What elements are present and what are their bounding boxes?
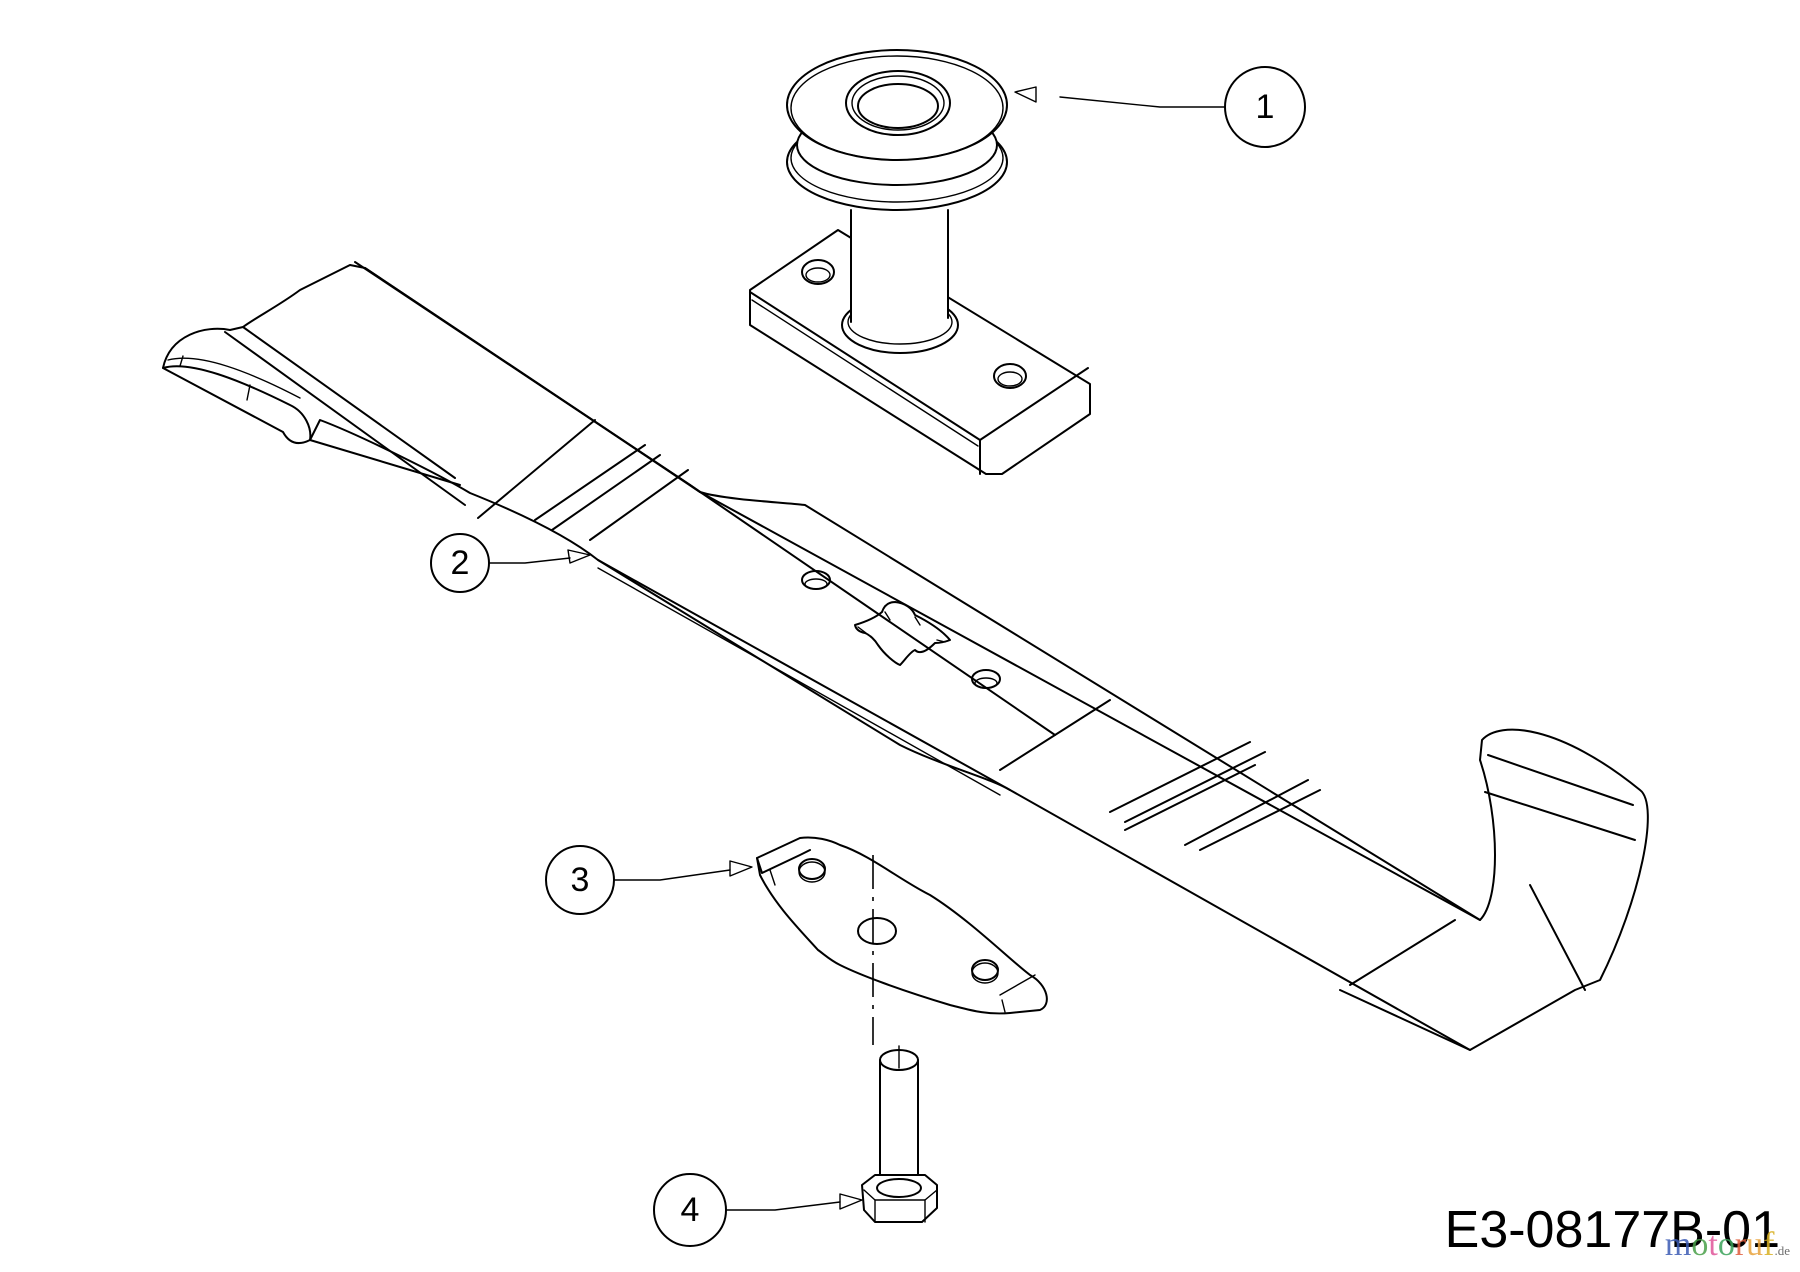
callout-3: 3	[545, 845, 753, 915]
drawing-number: E3-08177B-01	[1444, 1201, 1780, 1259]
watermark-letter: o	[1717, 1226, 1735, 1263]
callout-1: 1	[1014, 66, 1306, 148]
watermark-letter: r	[1734, 1226, 1747, 1263]
callout-2-label: 2	[451, 544, 470, 582]
watermark-logo: motoruf.de	[1665, 1228, 1790, 1262]
mower-blade	[162, 261, 1649, 1051]
callout-3-label: 3	[571, 861, 590, 899]
blade-adapter	[756, 836, 1048, 1015]
watermark-letter: t	[1708, 1226, 1718, 1263]
watermark-letter: f	[1763, 1226, 1775, 1263]
watermark-letter: o	[1691, 1226, 1709, 1263]
spindle-pulley-assembly	[749, 49, 1091, 475]
callout-2: 2	[430, 533, 591, 593]
callout-4: 4	[653, 1173, 863, 1247]
callout-4-label: 4	[681, 1191, 700, 1229]
callout-1-label: 1	[1256, 88, 1275, 126]
watermark-letter: m	[1664, 1226, 1692, 1263]
watermark-letter: u	[1746, 1226, 1764, 1263]
hex-bolt	[861, 1045, 938, 1232]
watermark-tld: .de	[1774, 1243, 1790, 1258]
